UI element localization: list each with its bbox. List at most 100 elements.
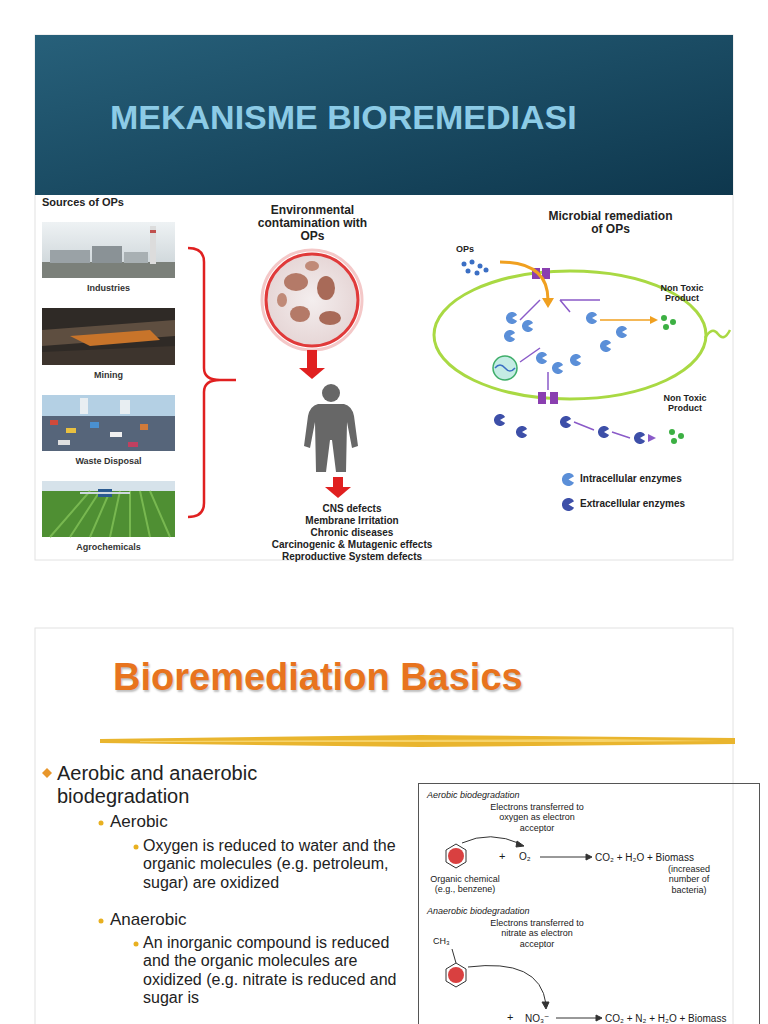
mining-photo — [42, 320, 175, 346]
microbial-cell — [560, 416, 571, 428]
node-text: + — [507, 1011, 513, 1024]
photo-tile: Industries — [42, 222, 175, 278]
reaction-drawing — [448, 967, 464, 983]
node-text: Organic chemical (e.g., benzene) — [423, 874, 507, 895]
photo-tile: Agrochemicals — [42, 481, 175, 537]
node-label: Waste Disposal — [42, 456, 175, 466]
reaction-drawing — [556, 1018, 596, 1019]
arrow-head — [299, 368, 325, 379]
bullets — [134, 845, 139, 850]
microbial-cell — [663, 324, 669, 330]
microbial-cell — [434, 260, 730, 445]
waste-photo — [120, 400, 130, 414]
waste-photo — [58, 440, 70, 445]
arrow-shaft — [307, 350, 317, 368]
microbial-cell — [598, 426, 609, 438]
microbial-cell — [678, 433, 684, 439]
node-label: Mining — [42, 370, 175, 380]
microbial-cell — [462, 260, 489, 276]
industries-photo — [42, 262, 175, 278]
microbial-cell — [504, 330, 515, 342]
microbial-cell — [570, 354, 581, 366]
microbial-cell — [547, 372, 549, 390]
microbial-cell — [542, 298, 554, 308]
reaction-drawing — [448, 848, 464, 864]
red-arrow — [333, 477, 343, 487]
contamination-circle — [305, 261, 319, 271]
contamination-circle — [262, 250, 362, 350]
microbial-cell — [500, 262, 548, 300]
red-bracket — [220, 379, 236, 382]
node-label: Microbial remediation of OPs — [543, 210, 678, 236]
bullet-text: Aerobic — [110, 812, 168, 832]
industries-photo — [92, 246, 122, 263]
microbial-cell — [484, 268, 489, 273]
node-text: NO₃⁻ — [525, 1013, 549, 1024]
reaction-drawing — [542, 1002, 549, 1009]
contamination-circle — [290, 306, 310, 322]
human-figure: CNS defectsMembrane IrritationChronic di… — [302, 382, 360, 474]
reaction-drawing — [462, 837, 521, 844]
microbial-cell — [516, 426, 527, 438]
microbial-cell — [538, 392, 546, 404]
industries-photo — [150, 230, 156, 233]
slide-frames — [35, 35, 733, 1024]
bullets — [99, 919, 104, 924]
microbial-cell — [670, 319, 676, 325]
industries-photo — [42, 222, 175, 278]
microbial-cell — [634, 432, 645, 444]
mining-photo — [42, 308, 175, 365]
microbial-cell — [648, 434, 656, 442]
agrochemicals-photo — [42, 481, 175, 537]
microbial-cell — [495, 365, 515, 371]
waste-photo — [80, 398, 88, 414]
microbial-cell — [616, 326, 627, 338]
node-label: CNS defects — [232, 503, 472, 515]
industries-photo — [150, 226, 156, 264]
microbial-cell — [669, 429, 675, 435]
waste-photo — [140, 424, 148, 430]
microbial-cell — [470, 260, 475, 265]
microbial-cell — [550, 392, 558, 404]
red-arrow — [299, 350, 325, 379]
node-label: Agrochemicals — [42, 542, 175, 552]
industries-photo — [124, 252, 148, 263]
node-text: + — [499, 850, 505, 863]
microbial-cell — [574, 422, 630, 438]
reaction-drawing — [586, 854, 592, 860]
bullet-text: Aerobic and anaerobic biodegradation — [57, 762, 317, 808]
red-arrow — [325, 477, 351, 498]
node-text: CO₂ + H₂O + Biomass — [595, 852, 694, 864]
product-label: Non Toxic Product — [655, 393, 715, 414]
section-heading: Sources of OPs — [42, 196, 124, 209]
node-text: Reproductive System defects — [232, 551, 472, 563]
legend-text: Intracellular enzymes — [580, 473, 682, 485]
waste-photo — [90, 422, 99, 428]
legend-samples — [562, 498, 574, 511]
human-figure — [304, 404, 358, 472]
microbial-cell — [494, 414, 645, 444]
product-label: Non Toxic Product — [652, 283, 712, 304]
reaction-drawing — [516, 841, 524, 847]
bullet-text: Anaerobic — [110, 910, 187, 930]
gold-brush-line — [100, 735, 735, 747]
waste-photo — [42, 395, 175, 451]
microbial-cell — [552, 362, 563, 374]
agrochemicals-photo — [42, 481, 175, 537]
human-figure — [322, 384, 340, 402]
microbial-cell — [600, 319, 650, 321]
bullet-text: An inorganic compound is reduced and the… — [143, 934, 411, 1008]
red-bracket — [188, 248, 236, 517]
reaction-drawing — [596, 1015, 602, 1021]
node-text: Carcinogenic & Mutagenic effects — [232, 539, 472, 551]
slide-frames — [35, 35, 733, 195]
contamination-circle: Environmental contamination with OPs — [266, 254, 358, 346]
photo-tile: Waste Disposal — [42, 395, 175, 451]
legend-text: Extracellular enzymes — [580, 498, 685, 510]
legend-samples — [562, 473, 574, 486]
contamination-circle — [317, 276, 335, 300]
bullets — [99, 821, 104, 826]
node-text: Anaerobic biodegradation — [427, 906, 530, 916]
node-text: CH₃ — [433, 936, 450, 946]
